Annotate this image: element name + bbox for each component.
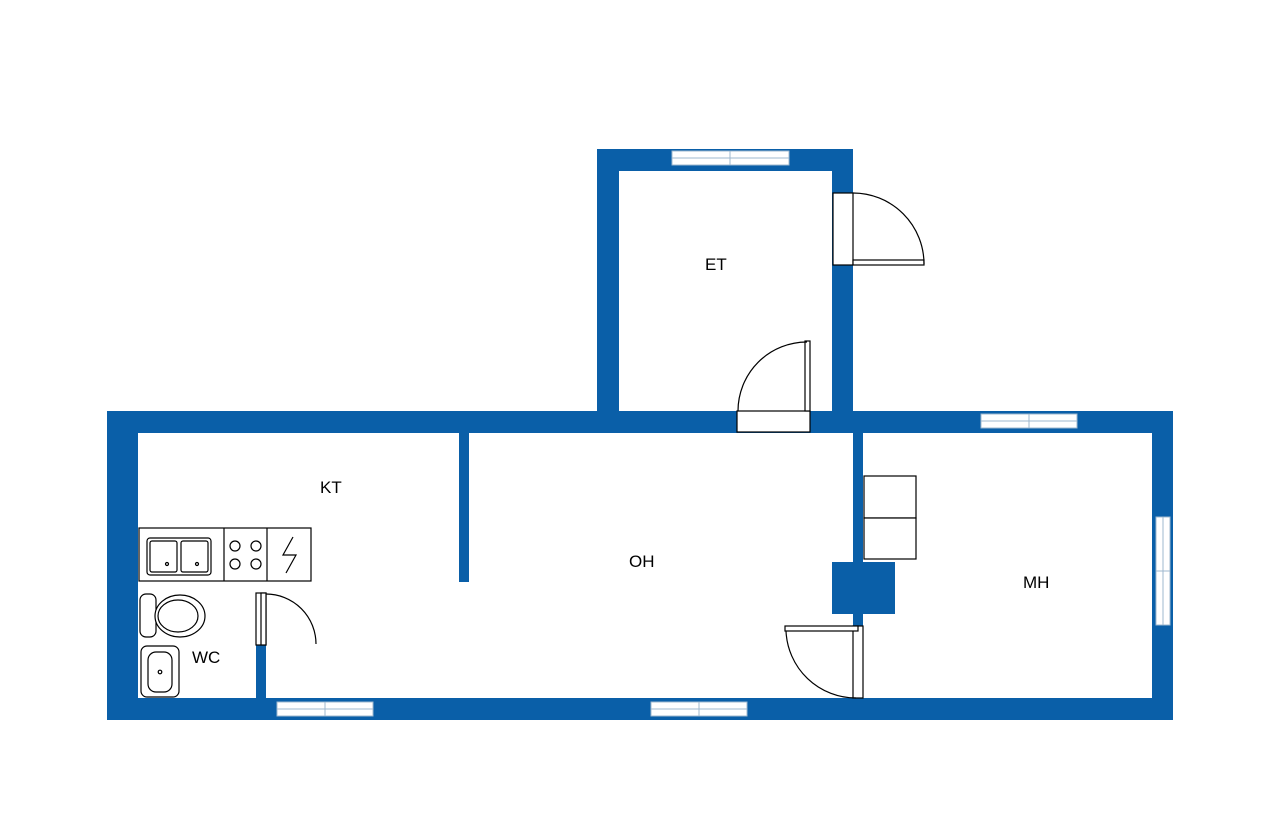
- wall-kt-oh-partition: [459, 433, 469, 582]
- window-mh-top: [980, 413, 1078, 429]
- wall-main-top: [107, 411, 1173, 433]
- wc-fixtures: [139, 593, 206, 698]
- kitchen-counter: [138, 527, 312, 582]
- walls: [107, 149, 1173, 720]
- window-et-top: [671, 150, 790, 166]
- oven-icon: [281, 536, 298, 574]
- wall-et-left: [597, 149, 619, 433]
- window-mh-right: [1155, 516, 1171, 626]
- room-label-kt: KT: [320, 478, 342, 497]
- room-labels: ET KT OH MH WC: [192, 255, 1049, 667]
- door-wc[interactable]: [255, 592, 317, 646]
- window-kt-bottom: [276, 701, 374, 717]
- wall-main-bottom: [107, 698, 1173, 720]
- doors: [255, 192, 925, 699]
- window-oh-bottom: [650, 701, 748, 717]
- windows: [276, 150, 1171, 717]
- room-label-oh: OH: [629, 552, 655, 571]
- wall-column-block: [832, 562, 895, 614]
- washbasin-icon: [140, 645, 180, 698]
- stove-icon: [229, 528, 268, 581]
- door-oh-mh[interactable]: [784, 625, 864, 699]
- door-et-oh[interactable]: [736, 340, 811, 433]
- room-label-mh: MH: [1023, 573, 1049, 592]
- wall-main-left: [107, 411, 138, 720]
- door-entry[interactable]: [832, 192, 925, 266]
- wardrobe-icon: [863, 475, 917, 560]
- sink-icon: [146, 528, 225, 581]
- wall-et-right: [832, 149, 853, 433]
- room-label-wc: WC: [192, 648, 220, 667]
- room-label-et: ET: [705, 255, 727, 274]
- toilet-icon: [139, 593, 206, 638]
